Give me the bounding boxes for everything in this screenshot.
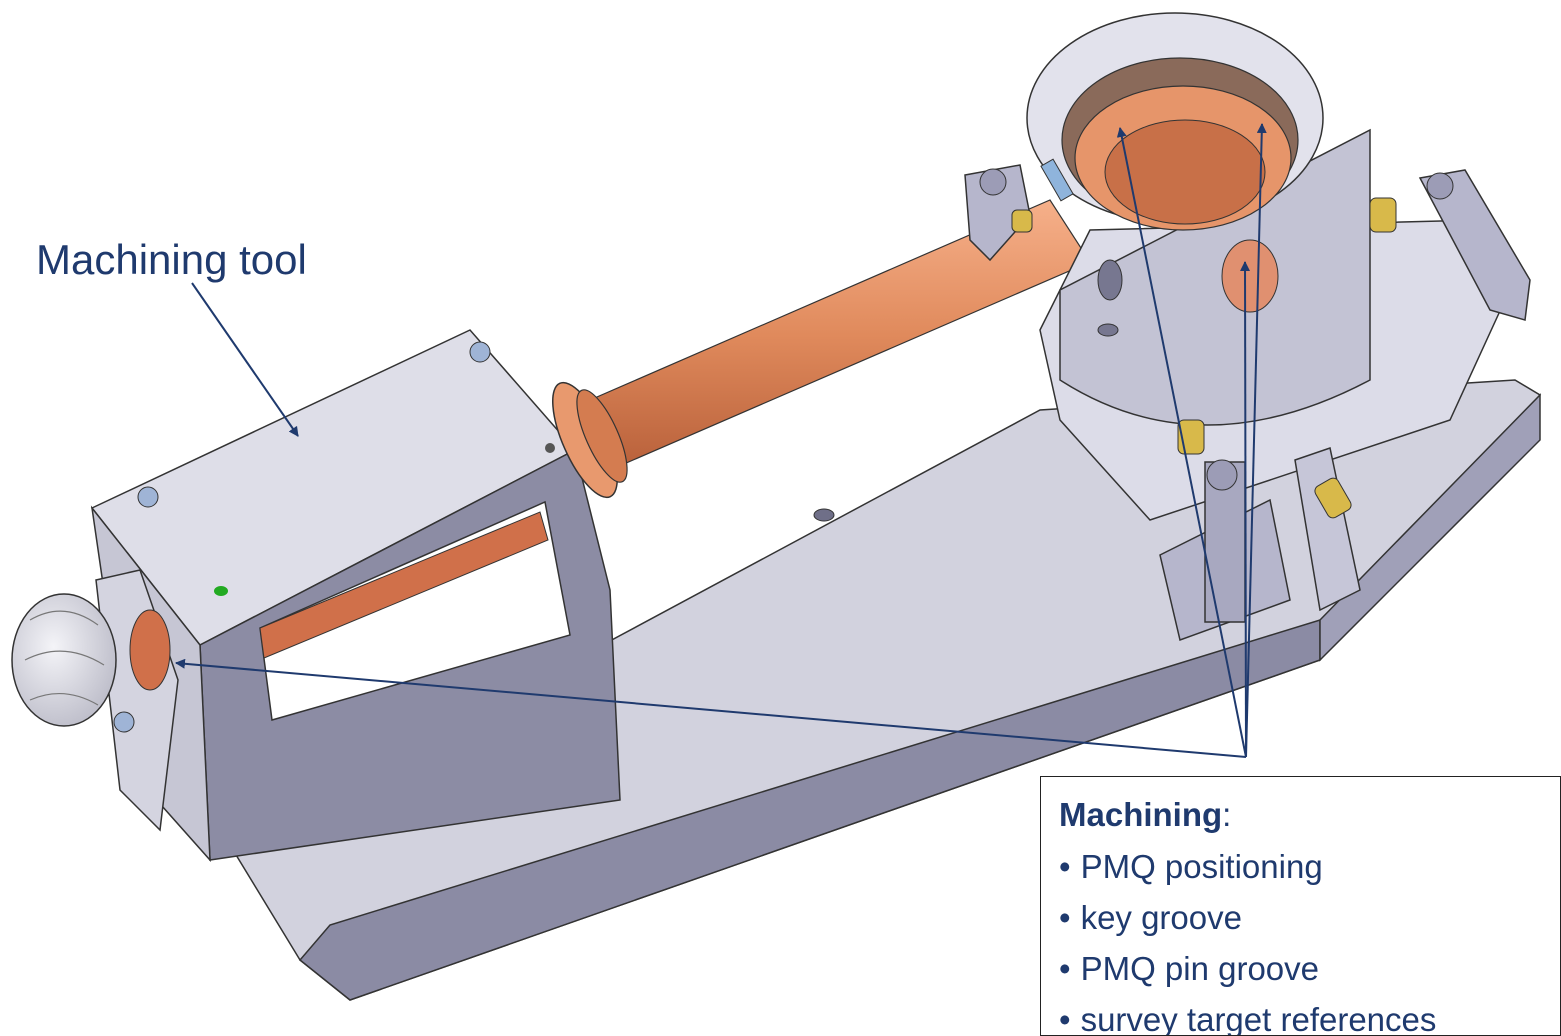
- machining-tool-block: [90, 329, 621, 863]
- side-plate-knob: [11, 569, 179, 832]
- machining-info-box: Machining: PMQ positioning key groove PM…: [1040, 776, 1561, 1036]
- info-heading: Machining:: [1059, 793, 1560, 837]
- arrow-ring-right: [1245, 123, 1267, 758]
- info-item-survey-target: survey target references: [1059, 994, 1560, 1035]
- cylindrical-holder: [1026, 12, 1506, 521]
- machining-tool-label: Machining tool: [36, 236, 307, 283]
- arrow-left-groove: [175, 658, 1247, 758]
- info-list: PMQ positioning key groove PMQ pin groov…: [1059, 841, 1560, 1035]
- info-heading-colon: :: [1222, 796, 1232, 833]
- arrow-pin-hole: [1240, 261, 1251, 758]
- arrow-machining-tool: [191, 282, 299, 437]
- annotation-arrows: [175, 123, 1267, 758]
- info-item-key-groove: key groove: [1059, 892, 1560, 943]
- clamps-and-screws: [964, 164, 1531, 641]
- arrow-ring-left: [1116, 127, 1247, 758]
- info-item-pmq-positioning: PMQ positioning: [1059, 841, 1560, 892]
- info-heading-text: Machining: [1059, 796, 1223, 833]
- info-item-pmq-pin-groove: PMQ pin groove: [1059, 943, 1560, 994]
